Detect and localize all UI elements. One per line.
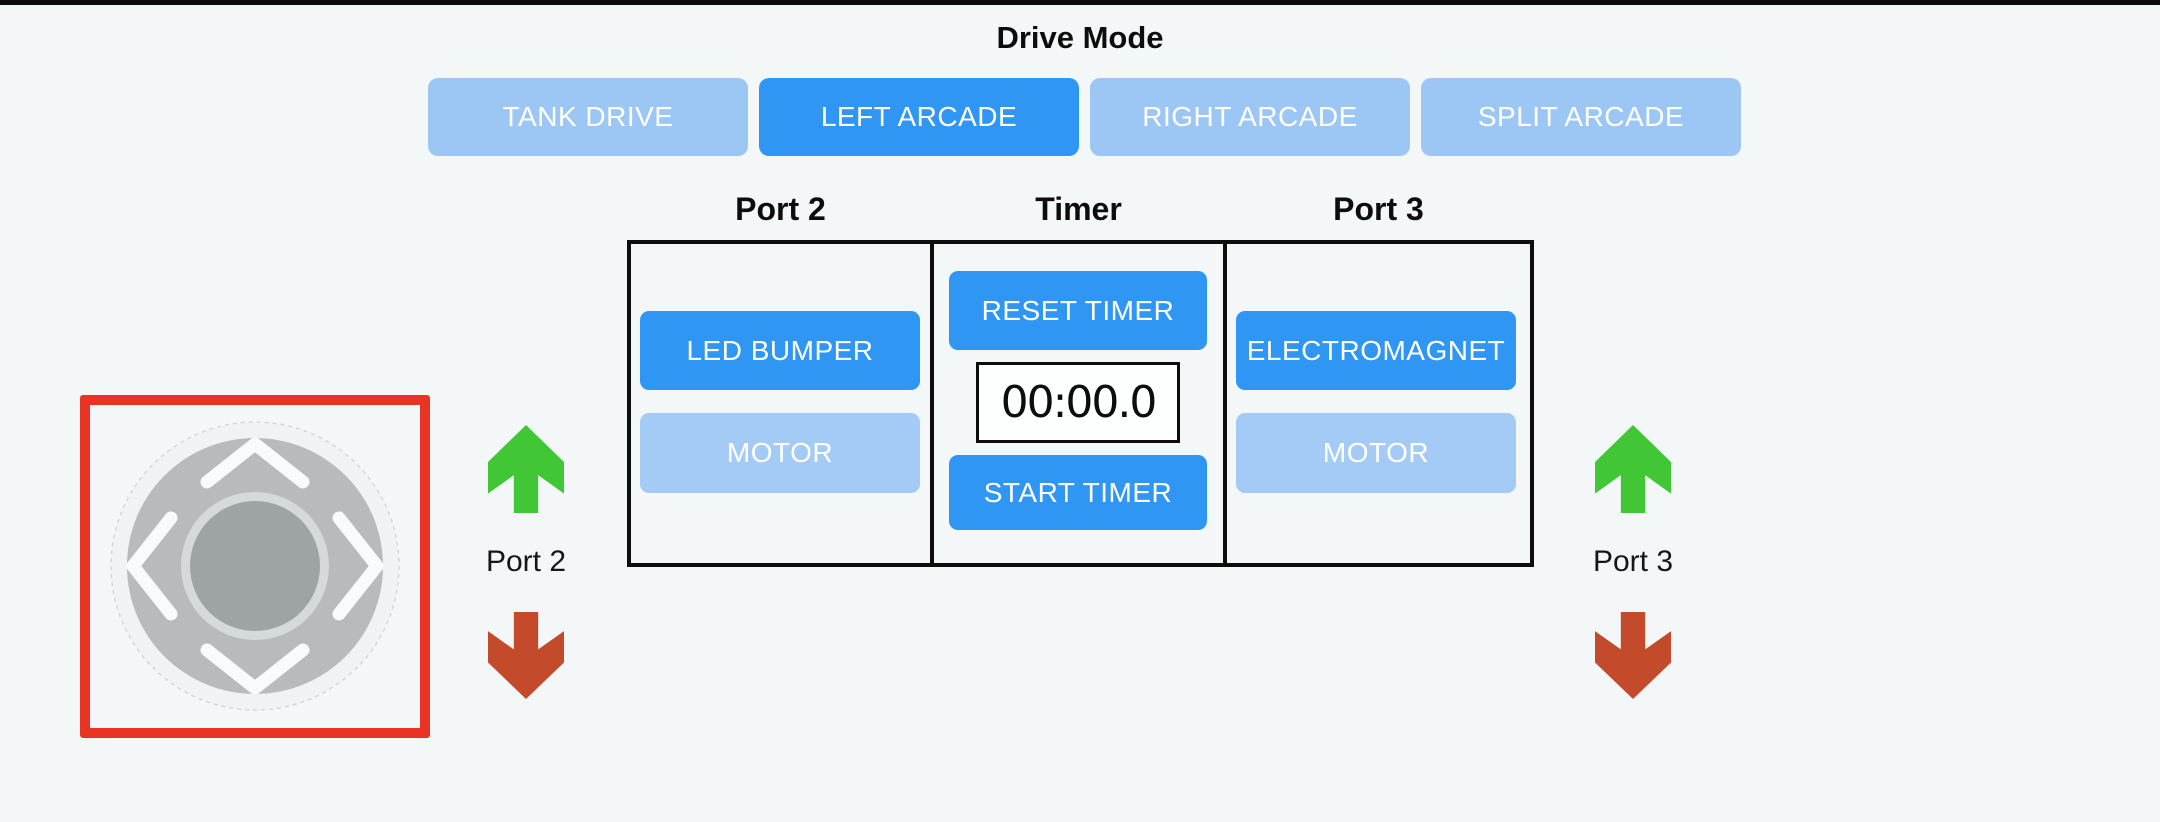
joystick-knob[interactable] (190, 501, 320, 631)
start-timer-button[interactable]: START TIMER (949, 455, 1207, 530)
down-chevron-icon (200, 643, 310, 695)
top-bar (0, 0, 2160, 5)
timer-column-header: Timer (1035, 191, 1122, 227)
column-divider (930, 244, 934, 563)
down-arrow-icon (1595, 612, 1671, 699)
port3-motor-button[interactable]: MOTOR (1236, 413, 1516, 493)
tank-drive-button[interactable]: TANK DRIVE (428, 78, 748, 156)
timer-display: 00:00.0 (976, 362, 1180, 443)
electromagnet-button[interactable]: ELECTROMAGNET (1236, 311, 1516, 390)
port3-label: Port 3 (1592, 545, 1674, 578)
page-title: Drive Mode (996, 20, 1164, 55)
port3-direction-indicator: Port 3 (1583, 425, 1683, 699)
port3-column: ELECTROMAGNET MOTOR (1227, 244, 1530, 563)
reset-timer-button[interactable]: RESET TIMER (949, 271, 1207, 350)
led-bumper-button[interactable]: LED BUMPER (640, 311, 920, 390)
port2-label: Port 2 (485, 545, 567, 578)
up-chevron-icon (200, 437, 310, 489)
timer-column: RESET TIMER 00:00.0 START TIMER (934, 244, 1223, 563)
right-arcade-button[interactable]: RIGHT ARCADE (1090, 78, 1410, 156)
port2-column-header: Port 2 (735, 191, 826, 227)
left-chevron-icon (126, 511, 178, 621)
up-arrow-icon (1595, 425, 1671, 513)
drive-mode-button-group: TANK DRIVE LEFT ARCADE RIGHT ARCADE SPLI… (428, 78, 1741, 156)
left-arcade-button[interactable]: LEFT ARCADE (759, 78, 1079, 156)
port2-motor-button[interactable]: MOTOR (640, 413, 920, 493)
port3-column-header: Port 3 (1333, 191, 1424, 227)
left-joystick[interactable] (80, 395, 430, 738)
up-arrow-icon (488, 425, 564, 513)
port2-column: LED BUMPER MOTOR (631, 244, 930, 563)
down-arrow-icon (488, 612, 564, 699)
port2-direction-indicator: Port 2 (476, 425, 576, 699)
split-arcade-button[interactable]: SPLIT ARCADE (1421, 78, 1741, 156)
column-divider (1223, 244, 1227, 563)
device-test-board: LED BUMPER MOTOR RESET TIMER 00:00.0 STA… (627, 240, 1534, 567)
right-chevron-icon (332, 511, 384, 621)
joystick-pad-icon[interactable] (90, 405, 420, 728)
